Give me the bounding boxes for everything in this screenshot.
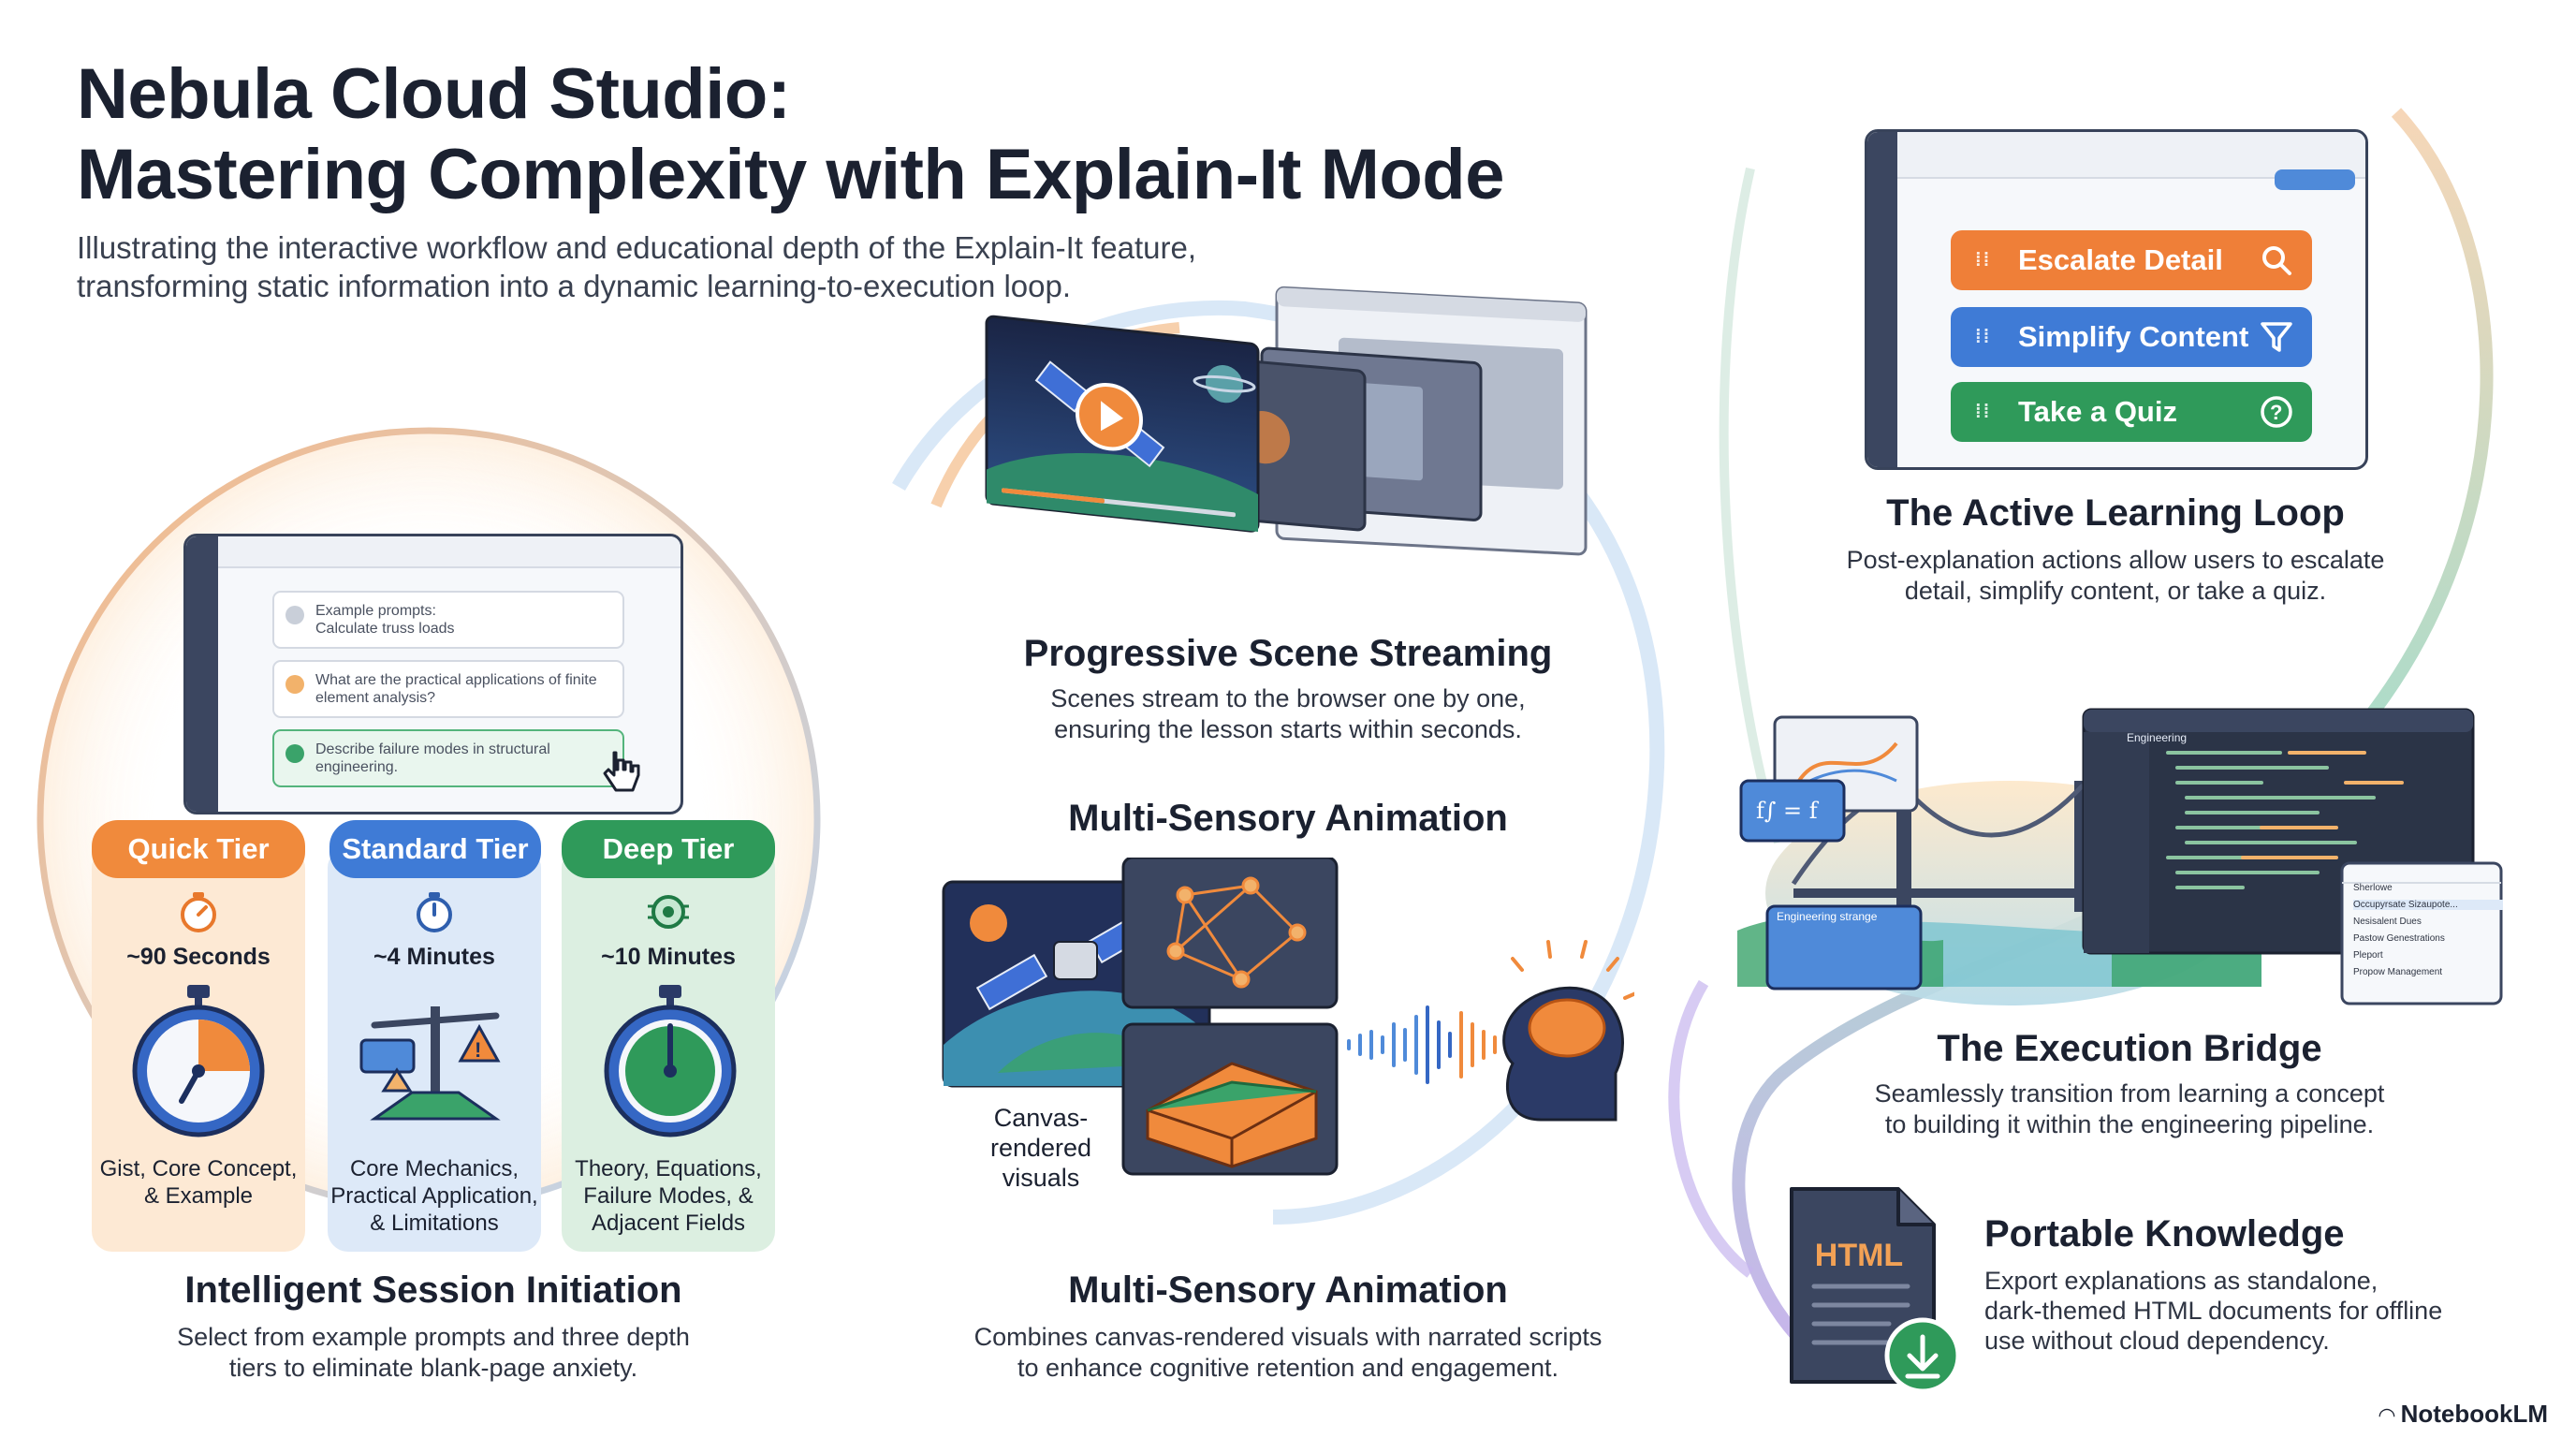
deep-stopwatch-icon (604, 985, 737, 1137)
ide-title: Engineering (2127, 731, 2188, 744)
quick-tier-duration: ~90 Seconds (126, 944, 271, 970)
example-prompt-1[interactable]: Example prompts: Calculate truss loads (272, 591, 624, 649)
standard-tier-description: Core Mechanics, Practical Application, &… (330, 1156, 538, 1236)
notebooklm-logo-icon: ◠ (2378, 1403, 2401, 1427)
svg-text:f∫ = f: f∫ = f (1756, 798, 1820, 824)
timer-icon (181, 892, 216, 932)
prompt-browser-window: Example prompts: Calculate truss loads W… (183, 534, 683, 814)
balance-scale-icon: ! (359, 1006, 501, 1121)
drag-handle-icon: ⁞⁞ (1975, 402, 1992, 422)
menu-item[interactable]: Pastow Genestrations (2353, 933, 2445, 944)
take-quiz-button[interactable]: ⁞⁞ Take a Quiz ? (1951, 382, 2312, 442)
execution-bridge-illustration: f∫ = f (1737, 708, 2503, 1005)
filter-icon (2261, 322, 2292, 352)
window-titlebar (186, 536, 681, 568)
animation-section-text: Combines canvas-rendered visuals with na… (973, 1323, 1603, 1382)
html-file-icon (1790, 1187, 1960, 1394)
menu-item[interactable]: Sherlowe (2353, 883, 2393, 893)
svg-text:!: ! (475, 1038, 481, 1062)
deep-tier-duration: ~10 Minutes (601, 944, 736, 970)
search-icon (2262, 246, 2291, 275)
engineering-menu: Sherlowe Occupyrsate Sizaupote... Nesisa… (2353, 883, 2503, 977)
streaming-scenes-stack (985, 286, 1588, 556)
portable-section-title: Portable Knowledge (1984, 1213, 2345, 1255)
bridge-section-title: The Execution Bridge (1937, 1028, 2322, 1069)
simplify-content-button[interactable]: ⁞⁞ Simplify Content (1951, 307, 2312, 367)
question-icon: ? (2261, 396, 2292, 428)
streaming-section-text: Scenes stream to the browser one by one,… (1050, 684, 1526, 743)
example-prompt-3[interactable]: Describe failure modes in structural eng… (272, 729, 624, 787)
loop-section-title: The Active Learning Loop (1886, 492, 2345, 534)
standard-tier-duration: ~4 Minutes (373, 944, 495, 970)
menu-item[interactable]: Propow Management (2353, 967, 2443, 977)
title-line-1: Nebula Cloud Studio: (77, 54, 791, 134)
timer-icon (417, 892, 452, 932)
deep-tier-description: Theory, Equations, Failure Modes, & Adja… (575, 1156, 762, 1236)
check-icon (285, 606, 304, 624)
quick-stopwatch-icon (132, 985, 265, 1137)
window-sidebar (186, 536, 218, 812)
escalate-detail-button[interactable]: ⁞⁞ Escalate Detail (1951, 230, 2312, 290)
streaming-section-title: Progressive Scene Streaming (1023, 633, 1553, 674)
html-file-label: HTML (1814, 1238, 1904, 1273)
page-title: Nebula Cloud Studio: Mastering Complexit… (77, 54, 1668, 215)
drag-handle-icon: ⁞⁞ (1975, 327, 1992, 347)
quick-tier-label[interactable]: Quick Tier (92, 820, 305, 878)
bridge-section-text: Seamlessly transition from learning a co… (1874, 1079, 2385, 1138)
subtitle-line-2: transforming static information into a d… (77, 269, 1072, 303)
standard-tier-label[interactable]: Standard Tier (329, 820, 541, 878)
check-icon (285, 744, 304, 763)
animation-section-title: Multi-Sensory Animation (1068, 1269, 1508, 1311)
drag-handle-icon: ⁞⁞ (1975, 250, 1992, 271)
animation-heading: Multi-Sensory Animation (1068, 798, 1508, 839)
example-prompt-2[interactable]: What are the practical applications of f… (272, 660, 624, 718)
canvas-visuals-label: Canvas- rendered visuals (989, 1104, 1092, 1192)
check-icon (285, 675, 304, 694)
formula-card-label: Engineering strange (1777, 910, 1878, 923)
deep-tier-label[interactable]: Deep Tier (562, 820, 775, 878)
window-sidebar (1867, 132, 1897, 467)
page-subtitle: Illustrating the interactive workflow an… (77, 228, 1387, 305)
svg-text:?: ? (2270, 401, 2282, 424)
loop-section-text: Post-explanation actions allow users to … (1846, 546, 2385, 605)
menu-item[interactable]: Nesisalent Dues (2353, 917, 2422, 927)
menu-item[interactable]: Pleport (2353, 950, 2383, 961)
brain-gear-icon (648, 895, 689, 929)
pointer-cursor-icon (603, 751, 640, 792)
multisensory-illustration (942, 858, 1634, 1176)
subtitle-line-1: Illustrating the interactive workflow an… (77, 230, 1197, 265)
window-action-pill (2275, 169, 2355, 190)
title-line-2: Mastering Complexity with Explain-It Mod… (77, 135, 1505, 214)
quick-tier-description: Gist, Core Concept, & Example (99, 1156, 298, 1209)
session-section-title: Intelligent Session Initiation (184, 1269, 682, 1311)
menu-item[interactable]: Occupyrsate Sizaupote... (2353, 900, 2503, 910)
brand-logo: ◠ NotebookLM (2378, 1400, 2548, 1428)
session-section-text: Select from example prompts and three de… (177, 1323, 690, 1382)
portable-section-text: Export explanations as standalone, dark-… (1984, 1267, 2443, 1355)
